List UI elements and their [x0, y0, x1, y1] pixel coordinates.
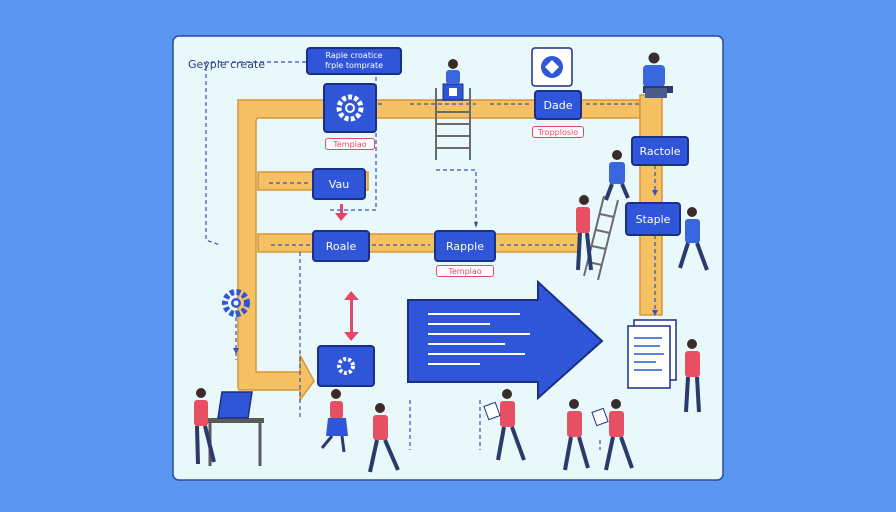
node-top-label-line1: Raple croatice: [325, 51, 383, 60]
gear-icon: [323, 83, 377, 133]
tag-template-1: Tempiao: [325, 138, 375, 150]
tag-tropplosio: Tropplosio: [532, 126, 584, 138]
node-vau: Vau: [312, 168, 366, 200]
node-rapple: Rapple: [434, 230, 496, 262]
diagram-title: Geyple create: [188, 57, 266, 71]
node-roale: Roale: [312, 230, 370, 262]
node-dade: Dade: [534, 90, 582, 120]
dashed-connectors: [205, 61, 656, 450]
node-top-label: Raple croatice frple tomprate: [306, 47, 402, 75]
puzzle-icon: [531, 47, 573, 87]
people-figures: [194, 52, 709, 473]
gear-icon: [317, 345, 375, 387]
red-arrows: [335, 204, 359, 341]
node-ractole: Ractole: [631, 136, 689, 166]
node-staple: Staple: [625, 202, 681, 236]
tag-template-2: Tempiao: [436, 265, 494, 277]
arrowheads: [233, 190, 658, 354]
desk-with-laptop: [206, 391, 264, 466]
node-top-label-line2: frple tomprate: [324, 61, 384, 70]
document-stack-icon: [627, 319, 677, 389]
laptop-icon: [442, 83, 464, 101]
ladder-icon: [583, 195, 619, 281]
gear-icon: [222, 289, 250, 317]
person-figure: [446, 59, 460, 84]
arrow-icon: [407, 279, 604, 401]
